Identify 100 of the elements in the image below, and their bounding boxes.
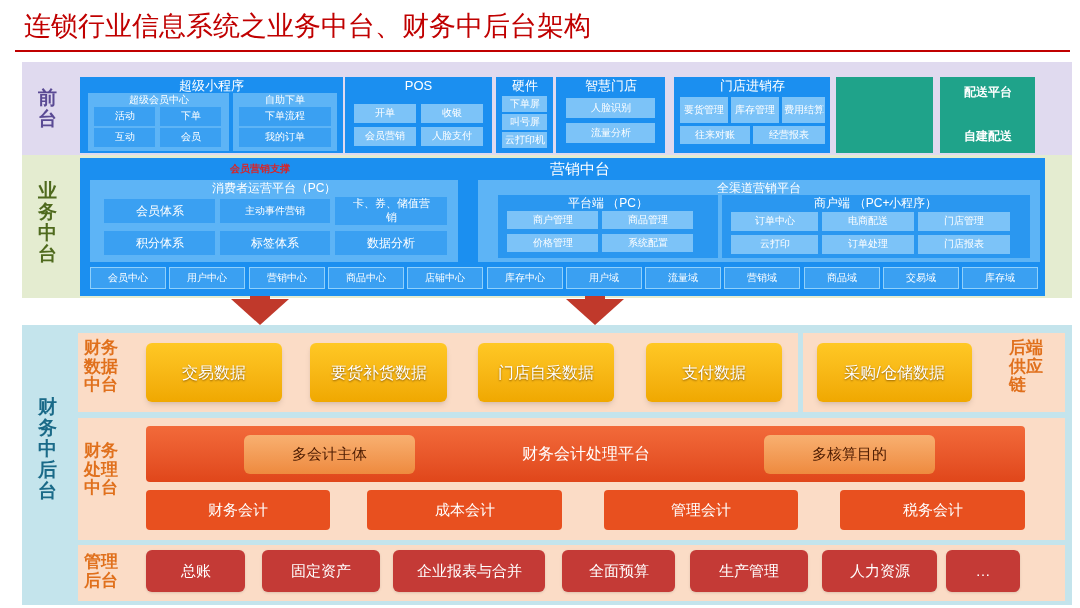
panel-title: 硬件: [510, 78, 539, 94]
row-label: 财务数据中台: [84, 339, 118, 396]
function-box: 费用结算: [782, 97, 825, 123]
module-panel: [345, 77, 492, 153]
layer-label: 前台: [38, 88, 57, 130]
submodule-panel: [233, 93, 337, 151]
submodule-panel: [722, 195, 1030, 258]
domain-cell: 用户中心: [169, 267, 246, 289]
panel-title: 会员营销支撑: [230, 163, 290, 175]
function-box: 积分体系: [104, 231, 215, 255]
panel-title: 全渠道营销平台: [716, 181, 802, 196]
domain-cell: 流量域: [645, 267, 722, 289]
function-box: 价格管理: [507, 234, 598, 252]
platform-title: 财务会计处理平台: [521, 444, 650, 464]
domain-cell: 商品域: [803, 267, 880, 289]
management-box: 企业报表与合并: [393, 550, 545, 592]
domain-cell: 库存中心: [486, 267, 563, 289]
function-box: 会员: [160, 128, 221, 147]
data-box: 门店自采数据: [478, 343, 614, 402]
data-box: 要货补货数据: [310, 343, 447, 402]
function-box: 往来对账: [680, 126, 750, 144]
submodule-panel: [498, 195, 718, 258]
function-box: 卡、券、储值营销: [335, 197, 447, 225]
function-box: 云打印机: [502, 132, 547, 148]
function-box: 下单: [160, 107, 221, 126]
page-title: 连锁行业信息系统之业务中台、财务中后台架构: [24, 10, 591, 43]
management-box: 总账: [146, 550, 245, 592]
platform-bar: [146, 426, 1025, 482]
domain-cell: 店铺中心: [407, 267, 484, 289]
data-box: 交易数据: [146, 343, 282, 402]
domain-cell: 交易域: [883, 267, 959, 289]
module-panel: [556, 77, 665, 153]
domain-cell: 营销中心: [248, 267, 325, 289]
function-box: 标签体系: [220, 231, 330, 255]
function-box: 电商配送: [822, 212, 914, 231]
function-box: 人脸支付: [421, 127, 483, 146]
function-box: 商户管理: [507, 211, 598, 229]
function-box: 经营报表: [753, 126, 825, 144]
accounting-box: 财务会计: [146, 490, 330, 530]
module-panel: [674, 77, 830, 153]
layer-band: [22, 325, 1072, 605]
management-box: …: [946, 550, 1020, 592]
panel-title: 营销中台: [550, 160, 610, 178]
domain-cell: 营销域: [724, 267, 801, 289]
submodule-panel: [90, 180, 458, 262]
panel-title: 消费者运营平台（PC）: [210, 181, 338, 196]
domain-cell: 商品中心: [327, 267, 404, 289]
panel-title: 智慧门店: [583, 78, 638, 94]
row-label: 管理后台: [84, 553, 118, 591]
management-box: 人力资源: [822, 550, 937, 592]
management-box: 固定资产: [262, 550, 380, 592]
function-box: 库存管理: [731, 97, 779, 123]
domain-cell: 会员中心: [90, 267, 166, 289]
layer-row: [803, 333, 1065, 412]
layer-row: [78, 333, 798, 412]
function-box: 门店管理: [918, 212, 1010, 231]
data-box: 采购/仓储数据: [817, 343, 972, 402]
function-box: 系统配置: [602, 234, 693, 252]
feature-pill: 多会计主体: [244, 435, 415, 474]
domain-cell: 用户域: [565, 267, 642, 289]
submodule-panel: [478, 180, 1040, 262]
layer-row: [78, 545, 1065, 601]
layer-row: [78, 418, 1065, 540]
platform-text: 自建配送: [962, 128, 1013, 145]
platform-box: [836, 77, 933, 153]
function-box: 订单中心: [731, 212, 818, 231]
arrow: [231, 296, 289, 325]
arrow: [566, 296, 624, 325]
module-panel: [80, 77, 343, 153]
function-box: 收银: [421, 104, 483, 123]
panel-title: 自助下单: [264, 93, 306, 107]
function-box: 数据分析: [335, 231, 447, 255]
function-box: 下单屏: [502, 96, 547, 112]
panel-title: 超级小程序: [178, 78, 245, 94]
function-box: 活动: [94, 107, 155, 126]
function-box: 下单流程: [239, 107, 331, 126]
layer-band: [22, 62, 1072, 155]
management-box: 全面预算: [562, 550, 675, 592]
panel-title: 平台端 （PC）: [567, 196, 649, 211]
platform-box: [940, 77, 1035, 153]
platform-text: 配送平台: [962, 84, 1013, 101]
function-box: 叫号屏: [502, 114, 547, 130]
function-box: 商品管理: [602, 211, 693, 229]
row-label: 财务处理中台: [84, 442, 118, 499]
function-box: 互动: [94, 128, 155, 147]
panel-title: POS: [403, 78, 434, 94]
function-box: 开单: [354, 104, 416, 123]
function-box: 会员营销: [354, 127, 416, 146]
accounting-box: 税务会计: [840, 490, 1025, 530]
module-panel: [496, 77, 553, 153]
domain-cell: 库存域: [962, 267, 1039, 289]
row-label: 后端供应链: [1009, 339, 1043, 396]
function-box: 要货管理: [680, 97, 728, 123]
panel-title: 超级会员中心: [127, 93, 190, 107]
feature-pill: 多核算目的: [764, 435, 935, 474]
layer-label: 业务中台: [38, 181, 57, 265]
layer-label: 财务中后台: [38, 397, 57, 502]
panel-title: 商户端 （PC+小程序）: [813, 196, 939, 211]
function-box: 我的订单: [239, 128, 331, 147]
accounting-box: 成本会计: [367, 490, 562, 530]
